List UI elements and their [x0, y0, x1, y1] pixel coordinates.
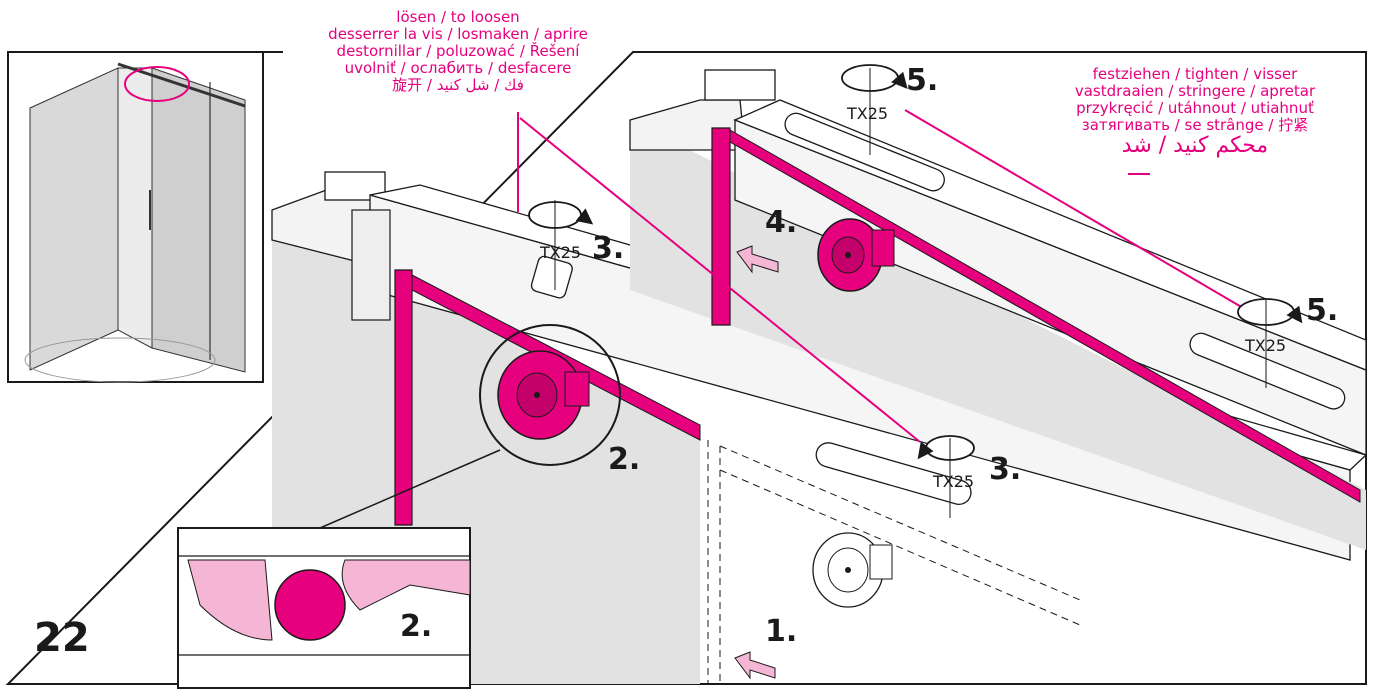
- overview-inset: [7, 51, 264, 383]
- tighten-instruction: festziehen / tighten / visser vastdraaie…: [1050, 66, 1340, 158]
- push-arrow-icon: [736, 245, 779, 274]
- loosen-line: desserrer la vis / losmaken / aprire: [328, 25, 588, 43]
- overview-highlight-circle: [124, 66, 190, 102]
- step-4-label: 4.: [765, 205, 798, 240]
- loosen-line: uvolniť / ослабить / desfacere: [344, 59, 572, 77]
- push-arrow-icon: [734, 651, 776, 680]
- step-2-label: 2.: [608, 442, 641, 477]
- tool-size-label: TX25: [1245, 336, 1287, 355]
- tool-size-label: TX25: [540, 243, 582, 262]
- step-2-inset-label: 2.: [400, 609, 433, 644]
- loosen-line: 旋开 / فك / شل کنید: [392, 76, 524, 94]
- rotation-arrow-icon: [1237, 298, 1303, 388]
- step-5-label: 5.: [1306, 293, 1339, 328]
- tighten-line: محکم کنید / شد: [1121, 133, 1269, 158]
- tool-size-label: TX25: [933, 472, 975, 491]
- ghost-roller: [812, 532, 893, 608]
- tighten-line: vastdraaien / stringere / apretar: [1074, 82, 1316, 100]
- zoom-detail-inset: [177, 449, 501, 689]
- step-3-label: 3.: [592, 231, 625, 266]
- step-1-label: 1.: [765, 614, 798, 649]
- tighten-line: przykręcić / utáhnout / utiahnuť: [1076, 99, 1314, 117]
- leader-lines: [517, 109, 1251, 443]
- loosen-line: lösen / to loosen: [396, 8, 520, 26]
- detail-callout-circle: [479, 324, 621, 466]
- upper-door-panel: [629, 69, 1367, 550]
- seal-vertical-right: [711, 127, 731, 326]
- tighten-line: festziehen / tighten / visser: [1092, 65, 1298, 83]
- tighten-line: затягивать / se strânge / 拧紧: [1081, 116, 1309, 134]
- figure-number: 22: [34, 615, 90, 661]
- tool-size-label: TX25: [847, 104, 889, 123]
- upper-roller: [817, 218, 895, 292]
- seal-vertical-left: [394, 269, 413, 526]
- seal-horizontal-right: [729, 129, 1361, 503]
- loosen-instruction: lösen / to loosen desserrer la vis / los…: [283, 9, 633, 94]
- rotation-arrow-icon: [917, 435, 975, 518]
- rotation-arrow-icon: [528, 200, 594, 290]
- loosen-line: destornillar / poluzować / Řešení: [336, 42, 580, 60]
- lower-roller: [479, 324, 621, 466]
- step-3-label: 3.: [989, 452, 1022, 487]
- step-5-label: 5.: [906, 63, 939, 98]
- rotation-arrow-icon: [841, 64, 908, 155]
